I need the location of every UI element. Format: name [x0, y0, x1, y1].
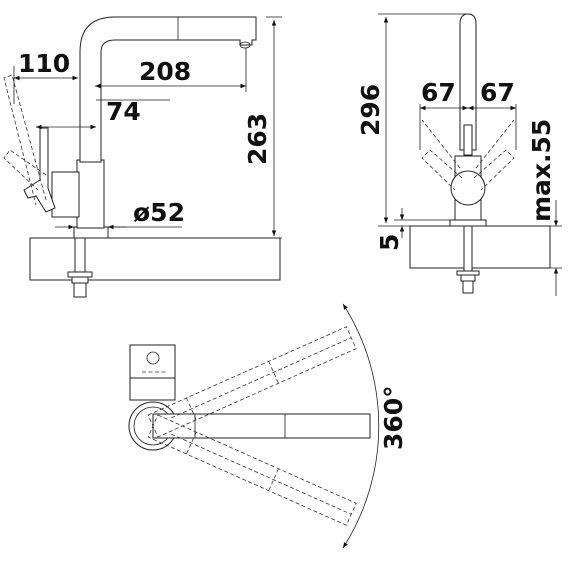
front-view: 296 67 67 5 max.55: [356, 13, 562, 296]
dim-spout-reach: 208: [139, 57, 191, 86]
side-lever-handle: [23, 127, 56, 213]
dim-body-offset: 74: [106, 97, 141, 126]
side-base-flange: [73, 226, 109, 239]
dim-height: 263: [243, 113, 272, 165]
dim-lever-offset: 110: [18, 49, 70, 78]
dim-front-height: 296: [356, 84, 385, 136]
top-view: 360°: [128, 303, 408, 549]
top-spout: [152, 413, 371, 439]
dim-lever-right: 67: [480, 78, 515, 107]
dim-deck-thickness: 5: [375, 234, 404, 251]
side-view: 110 208 74 263 ø52: [3, 16, 282, 298]
dim-lever-left: 67: [421, 78, 456, 107]
dim-max-deck: max.55: [527, 119, 556, 222]
side-faucet-body: [76, 159, 105, 229]
side-spout: [79, 16, 257, 163]
dim-base-diameter: ø52: [133, 198, 185, 227]
front-spout: [459, 13, 477, 151]
front-countertop: [409, 225, 551, 269]
top-lever-block: [129, 344, 176, 379]
dim-rotation: 360°: [379, 385, 408, 450]
